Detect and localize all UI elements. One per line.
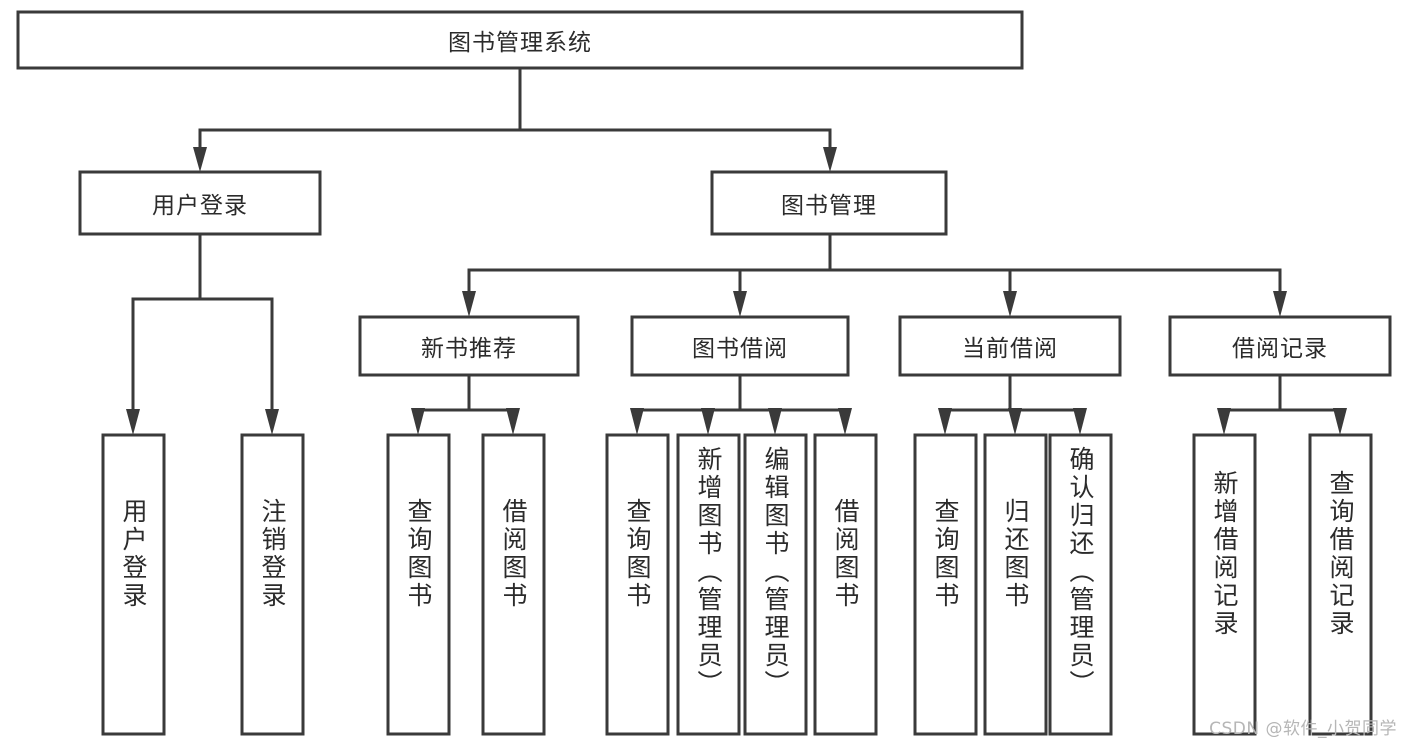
connector-group-borrow-record	[1217, 373, 1347, 435]
connector-group-current-borrow	[938, 373, 1087, 435]
connector-group-new-book-recommend	[411, 373, 520, 435]
arrowhead-leaf-return-book	[1008, 408, 1022, 435]
node-box-book-management[interactable]	[710, 170, 948, 236]
arrowhead-new-book-recommend	[462, 291, 476, 317]
arrowhead-leaf-query-book-borrow	[630, 408, 644, 435]
node-box-book-borrow[interactable]	[630, 315, 850, 377]
arrowhead-book-borrow	[733, 291, 747, 317]
node-box-leaf-edit-book-admin[interactable]	[743, 433, 808, 736]
node-box-current-borrow[interactable]	[898, 315, 1122, 377]
node-box-leaf-borrow-book-recommend[interactable]	[481, 433, 546, 736]
node-box-leaf-user-login[interactable]	[101, 433, 166, 736]
arrowhead-leaf-edit-book-admin	[768, 408, 782, 435]
connector-group-book-borrow	[630, 373, 852, 435]
node-box-leaf-borrow-book[interactable]	[813, 433, 878, 736]
connector-group-user-login	[126, 232, 279, 435]
node-box-leaf-return-book[interactable]	[983, 433, 1048, 736]
arrowhead-leaf-query-book-recommend	[411, 408, 425, 435]
node-box-new-book-recommend[interactable]	[358, 315, 580, 377]
arrowhead-borrow-record	[1273, 291, 1287, 317]
node-box-leaf-confirm-return-admin[interactable]	[1048, 433, 1113, 736]
watermark-label: CSDN @软件_小贺同学	[1209, 719, 1397, 739]
arrowhead-current-borrow	[1003, 291, 1017, 317]
arrowhead-leaf-query-borrow-record	[1333, 408, 1347, 435]
connector-group-root	[193, 66, 837, 172]
arrowhead-leaf-borrow-book-recommend	[506, 408, 520, 435]
node-box-borrow-record[interactable]	[1168, 315, 1392, 377]
arrowhead-book-management	[823, 147, 837, 172]
arrowhead-user-login	[193, 147, 207, 172]
arrowhead-leaf-user-login	[126, 409, 140, 435]
node-box-leaf-logout[interactable]	[240, 433, 305, 736]
node-box-leaf-query-book-current[interactable]	[913, 433, 978, 736]
connector-group-book-management	[462, 232, 1287, 317]
arrowhead-leaf-query-book-current	[938, 408, 952, 435]
arrowhead-leaf-confirm-return-admin	[1073, 408, 1087, 435]
arrowhead-leaf-borrow-book	[838, 408, 852, 435]
node-box-leaf-query-book-borrow[interactable]	[605, 433, 670, 736]
arrowhead-leaf-add-book-admin	[701, 408, 715, 435]
node-box-leaf-query-book-recommend[interactable]	[386, 433, 451, 736]
node-box-leaf-add-borrow-record[interactable]	[1192, 433, 1257, 736]
node-box-leaf-add-book-admin[interactable]	[676, 433, 741, 736]
node-box-root[interactable]	[16, 10, 1024, 70]
node-box-leaf-query-borrow-record[interactable]	[1308, 433, 1373, 736]
arrowhead-leaf-add-borrow-record	[1217, 408, 1231, 435]
arrowhead-leaf-logout	[265, 409, 279, 435]
node-box-user-login[interactable]	[78, 170, 322, 236]
